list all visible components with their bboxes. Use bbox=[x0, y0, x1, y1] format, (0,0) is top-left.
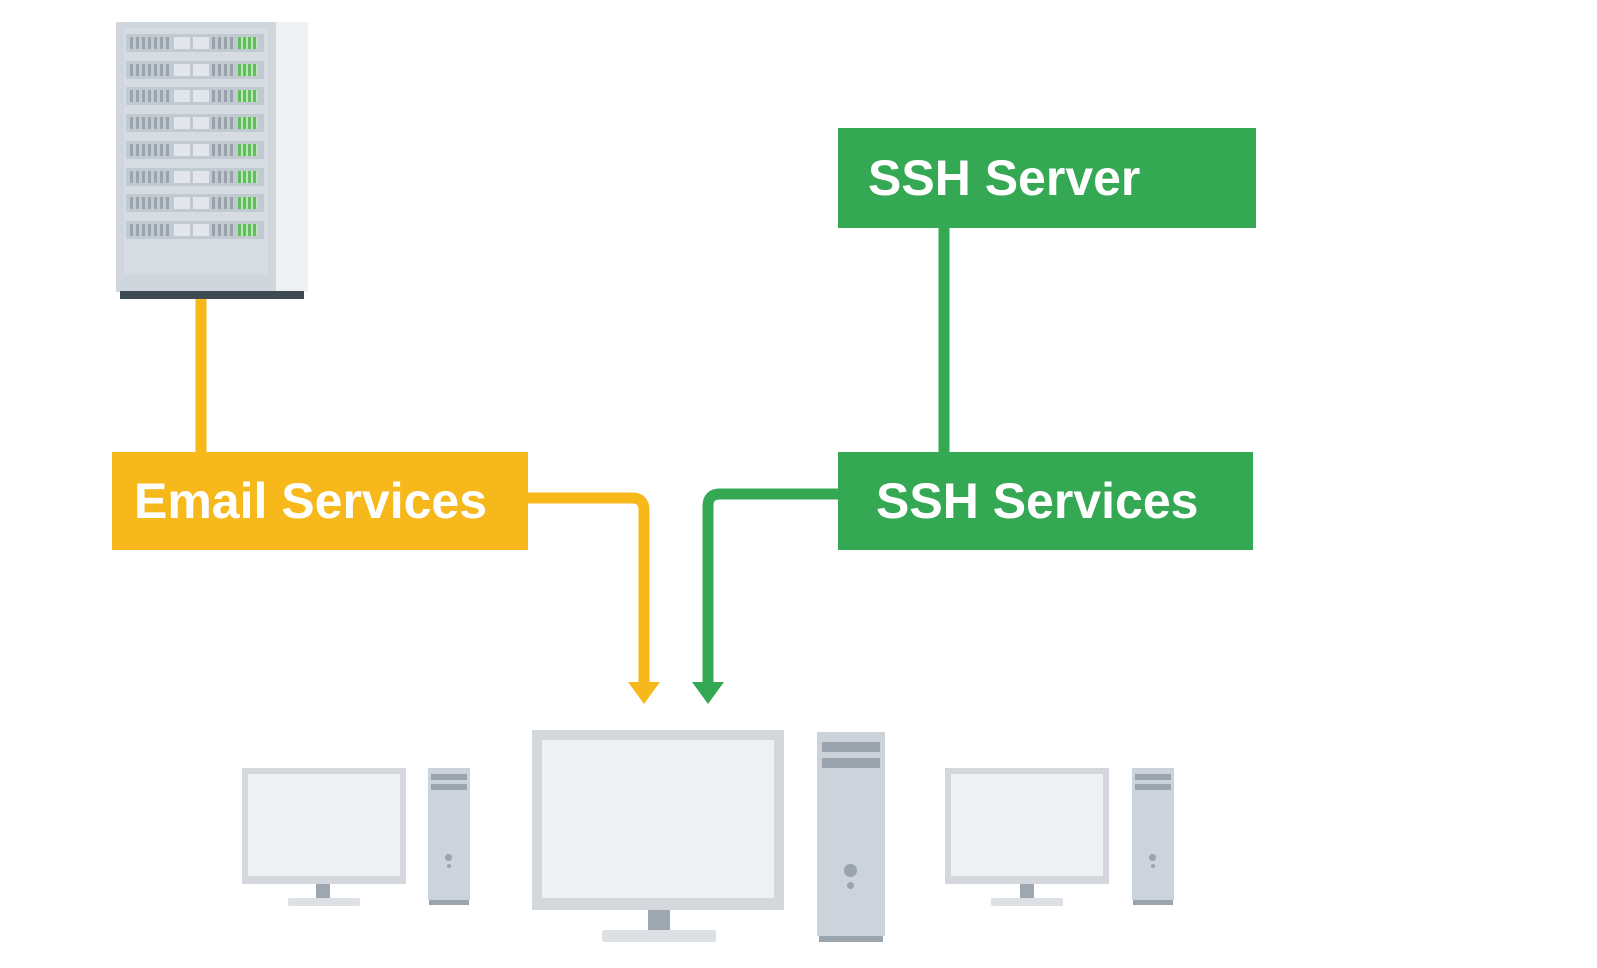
tower-base bbox=[819, 936, 883, 942]
status-led-icon bbox=[238, 90, 258, 103]
status-led-icon bbox=[238, 197, 258, 210]
rack-unit bbox=[126, 87, 264, 106]
rack-unit bbox=[126, 34, 264, 52]
email-services-box: Email Services bbox=[112, 452, 528, 550]
rack-unit bbox=[126, 114, 264, 133]
monitor-icon bbox=[532, 730, 784, 910]
status-led-icon bbox=[238, 223, 258, 236]
ssh-arrowhead-icon bbox=[692, 682, 724, 704]
status-led-icon bbox=[238, 117, 258, 130]
rack-unit bbox=[126, 60, 264, 79]
edge-ssh-to-client bbox=[702, 488, 840, 684]
server-rack-side bbox=[276, 22, 308, 292]
monitor-icon bbox=[242, 768, 406, 884]
email-arrowhead-icon bbox=[628, 682, 660, 704]
monitor-screen bbox=[542, 740, 774, 898]
status-led-icon bbox=[238, 37, 258, 49]
monitor-icon bbox=[945, 768, 1109, 884]
rack-unit bbox=[126, 140, 264, 159]
monitor-screen bbox=[951, 774, 1103, 876]
ssh-services-box: SSH Services bbox=[838, 452, 1253, 550]
tower-icon bbox=[428, 768, 470, 900]
rack-unit bbox=[126, 220, 264, 239]
tower-icon bbox=[817, 732, 885, 936]
rack-unit bbox=[126, 194, 264, 213]
tower-base bbox=[1133, 900, 1173, 905]
monitor-foot bbox=[991, 898, 1063, 906]
edge-email-to-client bbox=[528, 492, 650, 684]
server-rack-base bbox=[120, 291, 304, 299]
monitor-screen bbox=[248, 774, 400, 876]
ssh-server-box: SSH Server bbox=[838, 128, 1256, 228]
monitor-foot bbox=[602, 930, 716, 942]
rack-unit bbox=[126, 167, 264, 186]
tower-icon bbox=[1132, 768, 1174, 900]
status-led-icon bbox=[238, 170, 258, 183]
monitor-neck bbox=[1020, 884, 1034, 898]
email-services-label: Email Services bbox=[134, 473, 488, 529]
ssh-server-label: SSH Server bbox=[868, 150, 1141, 206]
tower-base bbox=[429, 900, 469, 905]
monitor-neck bbox=[648, 910, 670, 932]
monitor-neck bbox=[316, 884, 330, 898]
ssh-services-label: SSH Services bbox=[876, 473, 1199, 529]
status-led-icon bbox=[238, 63, 258, 76]
status-led-icon bbox=[238, 143, 258, 156]
monitor-foot bbox=[288, 898, 360, 906]
